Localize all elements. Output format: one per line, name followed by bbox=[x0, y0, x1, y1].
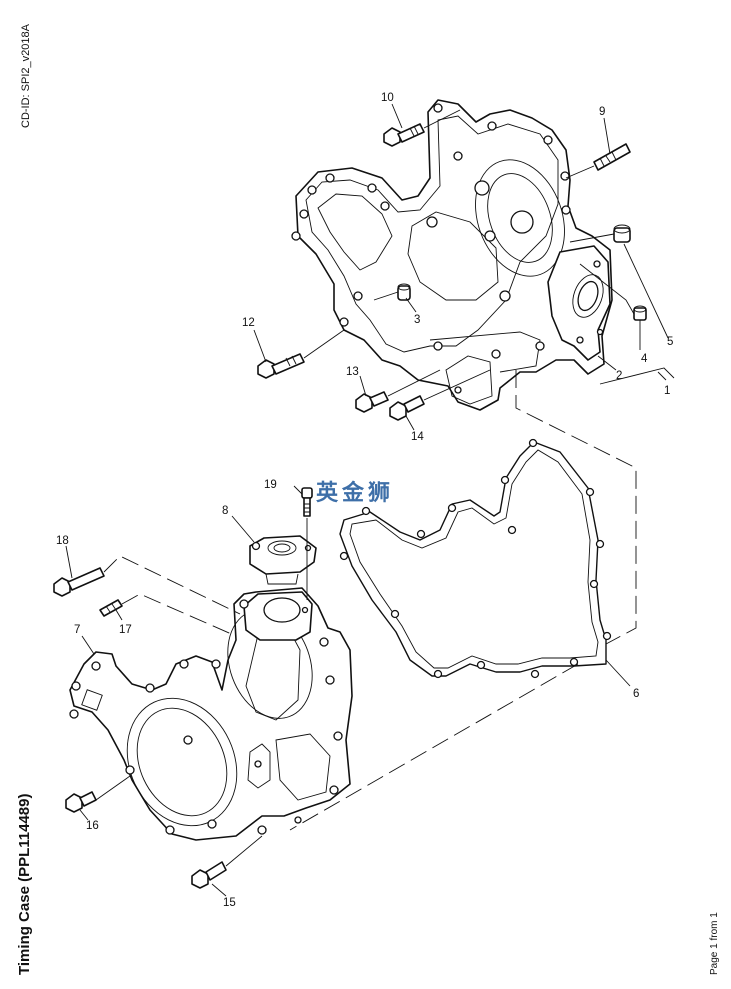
bolt-15[interactable] bbox=[191, 861, 227, 889]
callout-2: 2 bbox=[616, 370, 622, 382]
callout-labels: 1 2 3 4 5 6 7 8 9 10 12 13 14 15 16 17 1… bbox=[56, 92, 673, 909]
bolt-19[interactable] bbox=[301, 487, 313, 517]
timing-case-housing[interactable] bbox=[291, 99, 613, 411]
bolt-18[interactable] bbox=[53, 567, 105, 597]
dowel-3[interactable] bbox=[397, 283, 411, 301]
stud-9[interactable] bbox=[593, 143, 631, 171]
gasket-holes bbox=[339, 438, 612, 679]
bolt-14[interactable] bbox=[389, 395, 425, 421]
cap[interactable] bbox=[249, 535, 317, 585]
front-cover-holes bbox=[69, 599, 343, 835]
front-cover[interactable] bbox=[69, 587, 353, 844]
callout-19: 19 bbox=[264, 479, 277, 491]
callout-7: 7 bbox=[74, 624, 80, 636]
callout-18: 18 bbox=[56, 535, 69, 547]
callout-10: 10 bbox=[381, 92, 394, 104]
callout-leaders bbox=[65, 103, 675, 897]
bolt-13[interactable] bbox=[355, 391, 389, 413]
callout-3: 3 bbox=[414, 314, 420, 326]
callout-1: 1 bbox=[664, 385, 670, 397]
callout-16: 16 bbox=[86, 820, 99, 832]
bolt-12[interactable] bbox=[257, 353, 305, 379]
callout-14: 14 bbox=[411, 431, 424, 443]
bolt-10[interactable] bbox=[383, 123, 425, 147]
gasket[interactable] bbox=[339, 438, 612, 679]
callout-15: 15 bbox=[223, 897, 236, 909]
callout-4: 4 bbox=[641, 353, 648, 365]
callout-12: 12 bbox=[242, 317, 255, 329]
callout-8: 8 bbox=[222, 505, 228, 517]
plug-5[interactable] bbox=[613, 224, 631, 243]
stud-17[interactable] bbox=[99, 599, 123, 617]
callout-13: 13 bbox=[346, 366, 359, 378]
callout-6: 6 bbox=[633, 688, 639, 700]
assembly-lines bbox=[95, 109, 637, 867]
callout-17: 17 bbox=[119, 624, 132, 636]
callout-5: 5 bbox=[667, 336, 673, 348]
housing-bolt-holes bbox=[291, 103, 571, 394]
bolt-16[interactable] bbox=[65, 791, 97, 813]
watermark-logo: 英金狮 bbox=[316, 480, 394, 506]
plug-4[interactable] bbox=[633, 305, 647, 321]
callout-9: 9 bbox=[599, 106, 605, 118]
